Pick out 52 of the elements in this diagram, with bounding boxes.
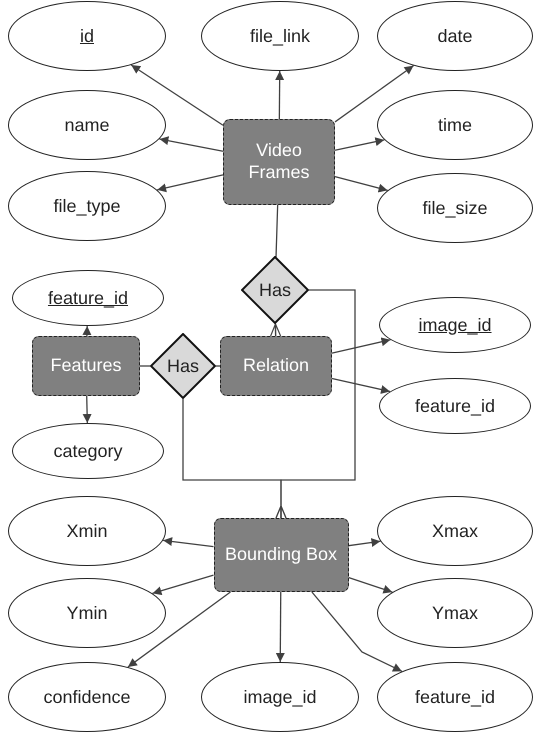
connector (182, 399, 287, 519)
connector (334, 137, 384, 151)
label-text: time (438, 114, 472, 136)
label-text: id (80, 26, 94, 46)
connector (270, 323, 282, 337)
label-text: Video Frames (247, 140, 310, 184)
relationship-diamond (241, 256, 309, 324)
connector (348, 538, 381, 547)
connector (275, 204, 278, 258)
label-text: feature_id (414, 686, 496, 708)
connector (157, 174, 224, 192)
entity-box (223, 119, 335, 205)
connector (128, 591, 231, 668)
label-text: Has (258, 280, 291, 300)
label-text: date (437, 26, 473, 46)
connector (159, 136, 224, 152)
label-text: category (53, 440, 123, 462)
label-text: Ymax (432, 602, 478, 624)
connector (275, 71, 284, 119)
connector (276, 592, 285, 662)
label-text: file_type (53, 196, 121, 216)
connector (334, 176, 388, 192)
connector (130, 64, 224, 126)
label-text: Xmin (66, 520, 108, 542)
connector (311, 592, 402, 672)
connector (82, 396, 92, 424)
label-text: image_id (243, 686, 317, 708)
label-text: name (64, 114, 110, 136)
entity-box (220, 336, 332, 396)
label-text: feature_id (414, 396, 496, 416)
label-text: Bounding Box (224, 544, 338, 566)
label-text: Relation (242, 355, 310, 377)
connector (348, 576, 393, 594)
entity-box (214, 518, 348, 592)
label-text: Xmax (432, 520, 478, 542)
connector (332, 337, 391, 354)
connector (332, 378, 390, 394)
entity-box (32, 336, 140, 396)
connector (163, 537, 214, 548)
connector (152, 574, 214, 596)
relationship-diamond (150, 333, 216, 399)
connector (140, 365, 150, 367)
label-text: Ymin (66, 602, 108, 624)
connector (82, 326, 92, 336)
label-text: Has (166, 356, 199, 376)
label-text: file_link (250, 26, 310, 46)
label-text: confidence (43, 686, 131, 708)
label-text: feature_id (48, 288, 128, 308)
label-text: file_size (422, 198, 488, 218)
connector (334, 65, 414, 122)
label-text: image_id (418, 314, 492, 336)
label-text: Features (50, 355, 122, 377)
